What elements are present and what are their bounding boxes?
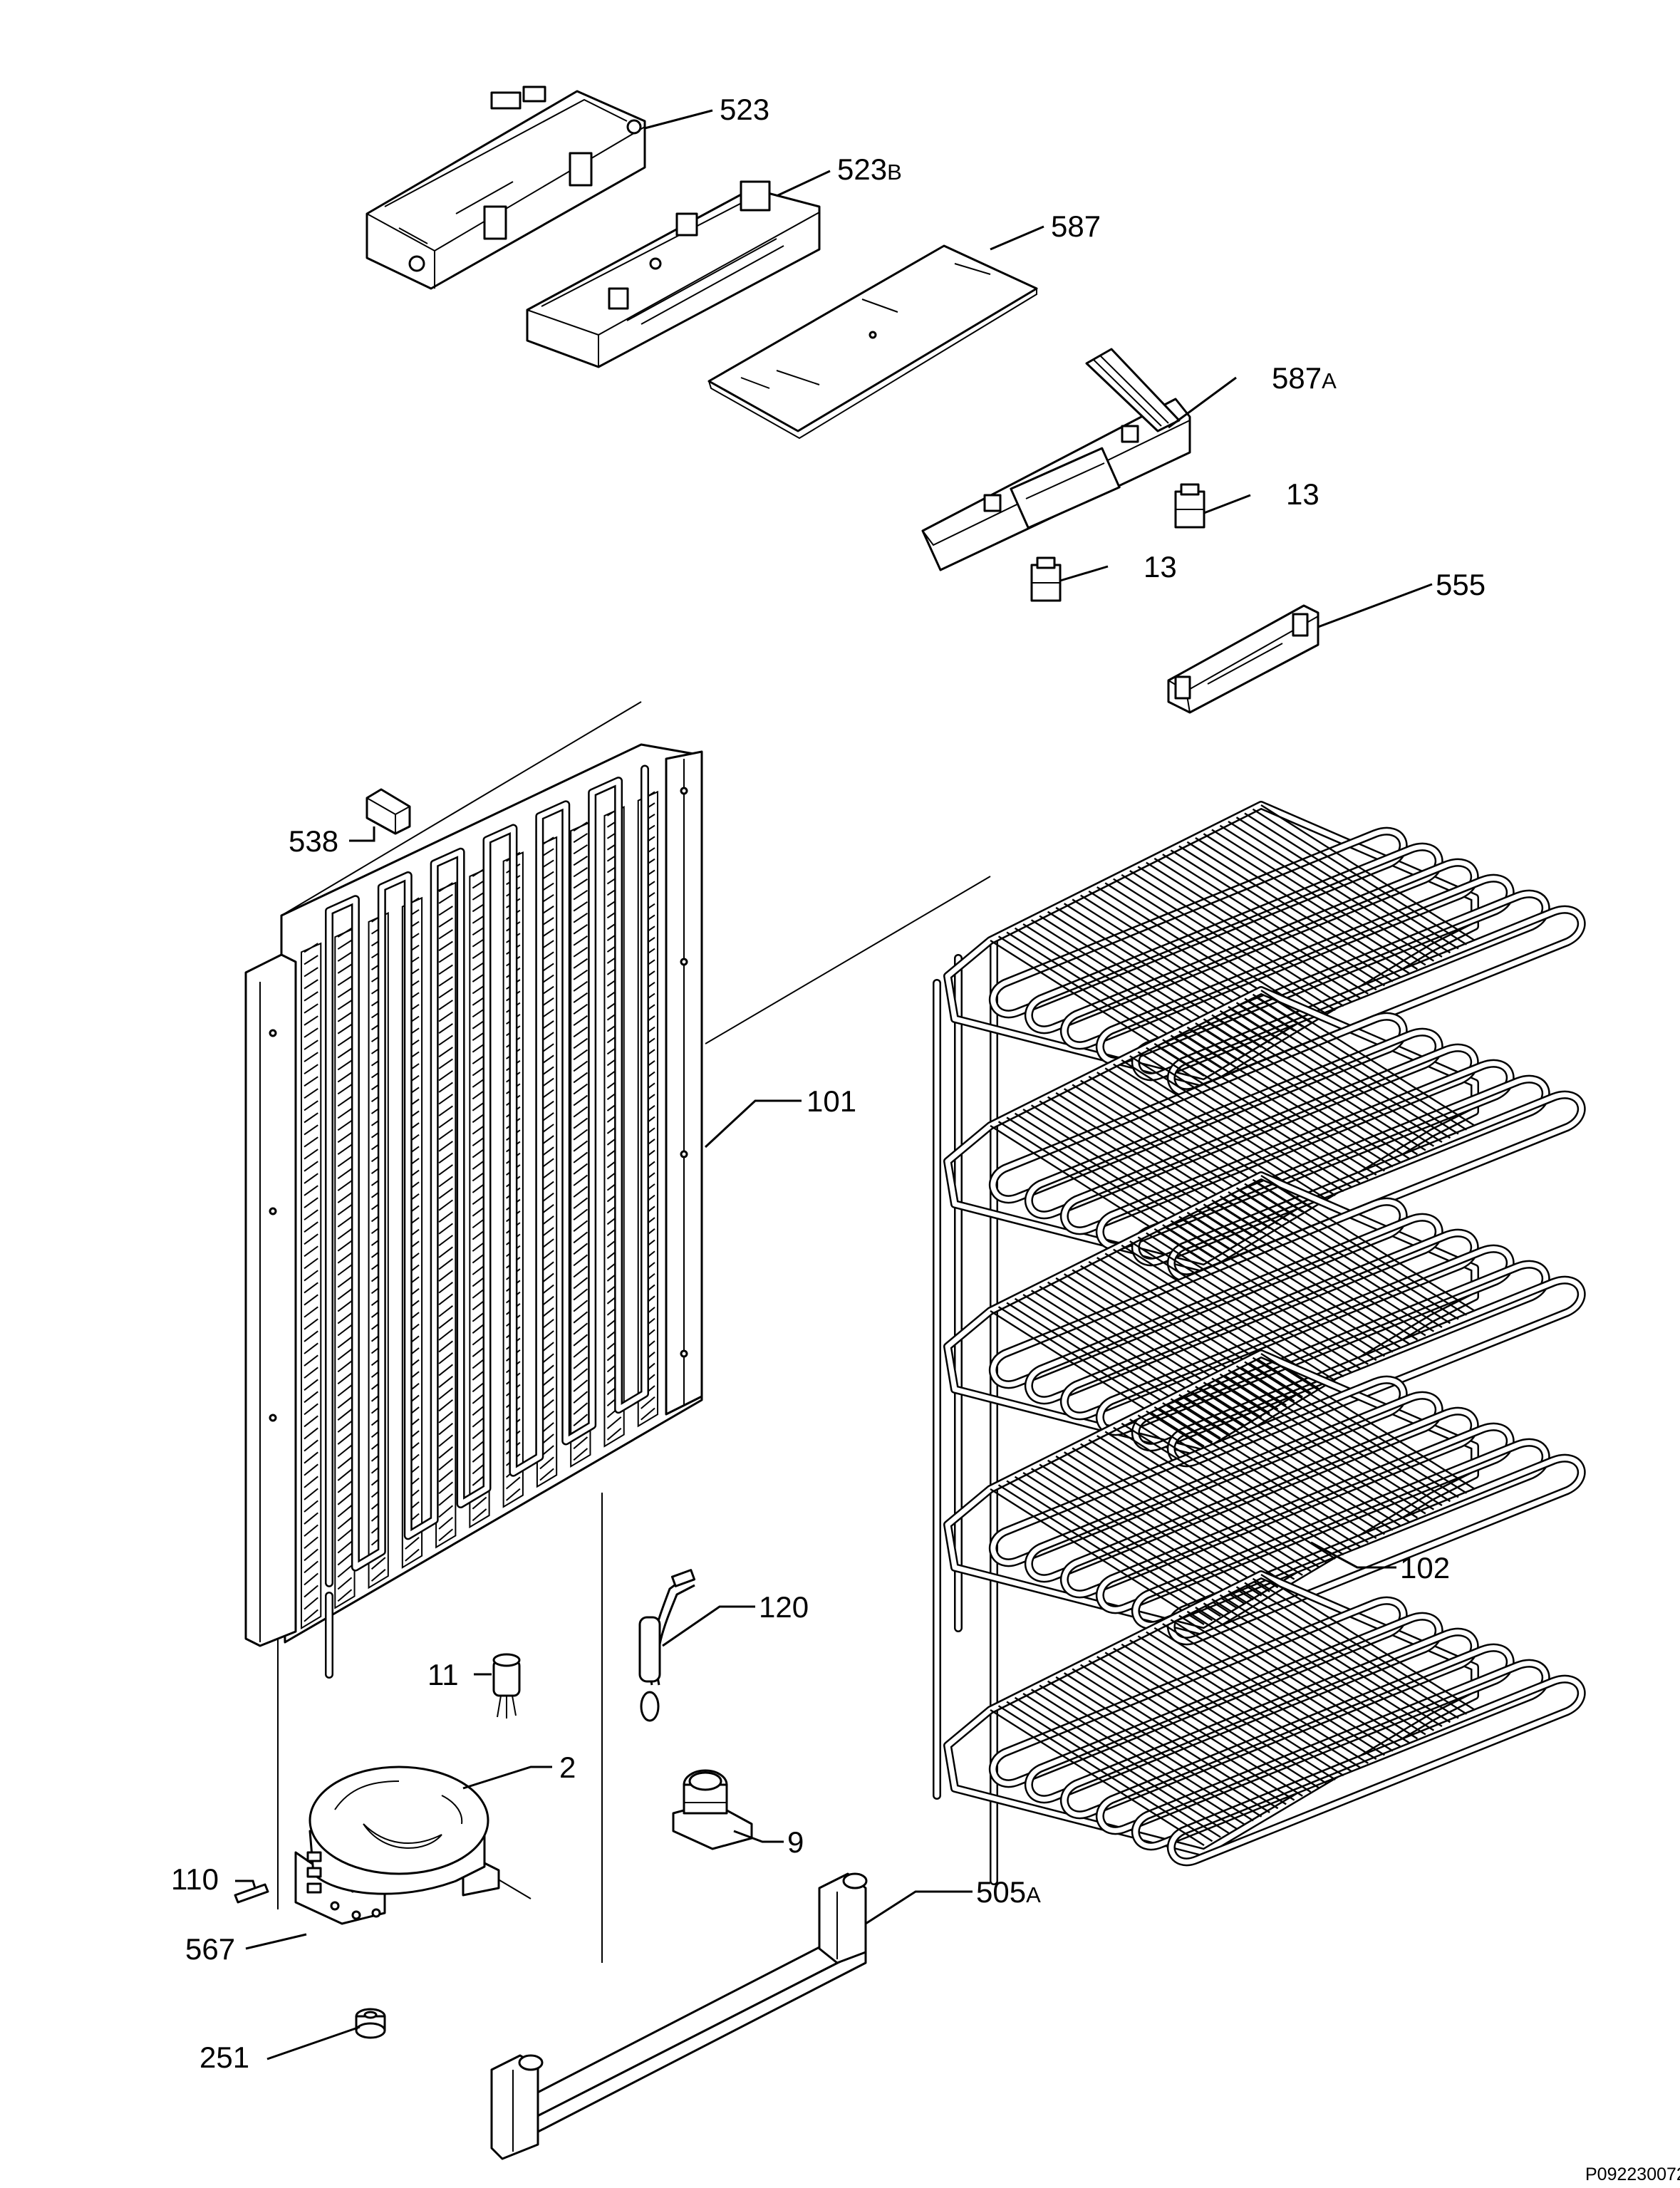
- callout-523b: 523B: [837, 152, 902, 186]
- callout-587: 587: [1051, 209, 1101, 243]
- callout-505a: 505A: [976, 1875, 1041, 1909]
- callout-120: 120: [759, 1590, 809, 1624]
- part-587a-display-board[interactable]: [921, 348, 1191, 571]
- part-505a-support-rail[interactable]: [490, 1872, 868, 2160]
- part-2-compressor[interactable]: [294, 1766, 500, 1925]
- callout-567: 567: [185, 1932, 235, 1966]
- part-587-circuit-board[interactable]: [707, 244, 1038, 440]
- part-11-relay[interactable]: [492, 1653, 521, 1718]
- callout-102: 102: [1400, 1551, 1450, 1585]
- part-102-evaporator-shelves[interactable]: [933, 801, 1586, 1885]
- callout-538: 538: [289, 824, 338, 858]
- callout-523: 523: [720, 93, 769, 126]
- callout-555: 555: [1436, 568, 1485, 601]
- guide-line: [281, 701, 642, 916]
- part-120-filter-drier[interactable]: [638, 1569, 696, 1722]
- callout-13-lower: 13: [1144, 550, 1177, 584]
- callout-2: 2: [559, 1751, 576, 1784]
- part-555-lamp-cover[interactable]: [1167, 604, 1319, 714]
- reference-code: P09223007295: [1585, 2164, 1680, 2184]
- callout-110: 110: [171, 1862, 219, 1896]
- part-251-grommet[interactable]: [355, 2008, 386, 2039]
- callout-9: 9: [787, 1825, 804, 1859]
- part-110-pin[interactable]: [234, 1883, 269, 1904]
- callout-587a: 587A: [1272, 361, 1337, 395]
- callout-13-upper: 13: [1286, 477, 1319, 511]
- part-101-condenser[interactable]: [244, 743, 703, 1679]
- part-13-clip-upper[interactable]: [1174, 483, 1205, 529]
- part-9-clamp[interactable]: [672, 1769, 753, 1850]
- part-523-control-housing[interactable]: [365, 85, 646, 290]
- part-538-bracket[interactable]: [365, 788, 411, 835]
- part-13-clip-lower[interactable]: [1030, 556, 1062, 602]
- guide-line: [705, 876, 991, 1044]
- callout-11: 11: [427, 1658, 459, 1691]
- callout-251: 251: [199, 2041, 249, 2074]
- part-523b-housing-tray[interactable]: [526, 180, 821, 368]
- callout-101: 101: [807, 1084, 856, 1118]
